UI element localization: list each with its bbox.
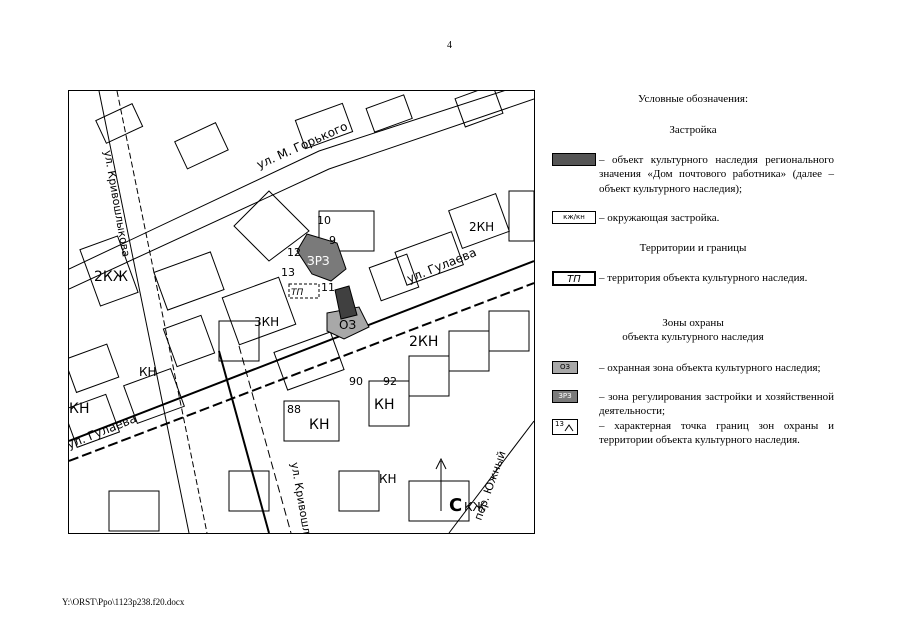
map-label: КЖ	[464, 500, 486, 514]
map-label: КН	[374, 397, 394, 413]
map-street-label: ул. Гулаева	[69, 411, 138, 452]
legend-section-zones: Зоны охраны объекта культурного наследия	[622, 317, 764, 344]
map-label: 3КН	[254, 315, 279, 329]
map-label: 88	[287, 403, 301, 416]
map-street-label: ул. Кривошлыкова	[101, 149, 133, 258]
map-label: 90	[349, 375, 363, 388]
map-label: КН	[379, 472, 397, 486]
point-swatch: 13	[552, 419, 578, 435]
map-point: 9	[329, 234, 336, 247]
zrz-swatch: ЗРЗ	[552, 390, 578, 403]
map-label: С	[449, 495, 462, 516]
map-point: 10	[317, 214, 331, 227]
map-label-oz: ОЗ	[339, 318, 356, 332]
map-street-label: ул. Кривошлыкова	[288, 461, 320, 533]
map-street-label: ул. Гулаева	[405, 245, 479, 286]
legend-section-territories: Территории и границы	[639, 242, 747, 254]
map-label: 92	[383, 375, 397, 388]
map-label: КН	[69, 401, 89, 417]
point-marker-icon	[564, 424, 574, 432]
footer-file-path: Y:\ORST\Ppo\1123p238.f20.docx	[62, 597, 185, 607]
map-point: 13	[281, 266, 295, 279]
map-label: 2КН	[409, 334, 438, 350]
legend-title: Условные обозначения:	[637, 93, 749, 105]
map-label: КН	[139, 365, 157, 379]
surrounding-swatch: кж/кн	[552, 211, 596, 224]
point-swatch-number: 13	[555, 420, 564, 428]
legend-surrounding-text: – окружающая застройка.	[599, 212, 720, 224]
map-point: 12	[287, 246, 301, 259]
map-label: 2КЖ	[94, 269, 128, 285]
map-label: 2КН	[469, 220, 494, 234]
legend-section-building: Застройка	[669, 124, 717, 136]
site-map: ул. М. Горького ул. Гулаева ул. Гулаева …	[68, 90, 535, 534]
legend-zrz-text: – зона регулирования застройки и хозяйст…	[599, 391, 834, 418]
map-point: 11	[321, 281, 335, 294]
heritage-swatch	[552, 153, 596, 166]
legend-territory-text: – территория объекта культурного наследи…	[599, 272, 808, 284]
map-label-tp: ТП	[291, 288, 303, 298]
page-number: 4	[447, 40, 452, 51]
legend-oz-text: – охранная зона объекта культурного насл…	[599, 362, 821, 374]
legend-point-text: – характерная точка границ зон охраны и …	[599, 420, 834, 447]
legend-heritage-text: – объект культурного наследия региональн…	[599, 154, 834, 195]
map-label: КН	[309, 417, 329, 433]
oz-swatch: ОЗ	[552, 361, 578, 374]
map-label-zrz: ЗРЗ	[307, 254, 330, 268]
territory-swatch: ТП	[552, 271, 596, 286]
